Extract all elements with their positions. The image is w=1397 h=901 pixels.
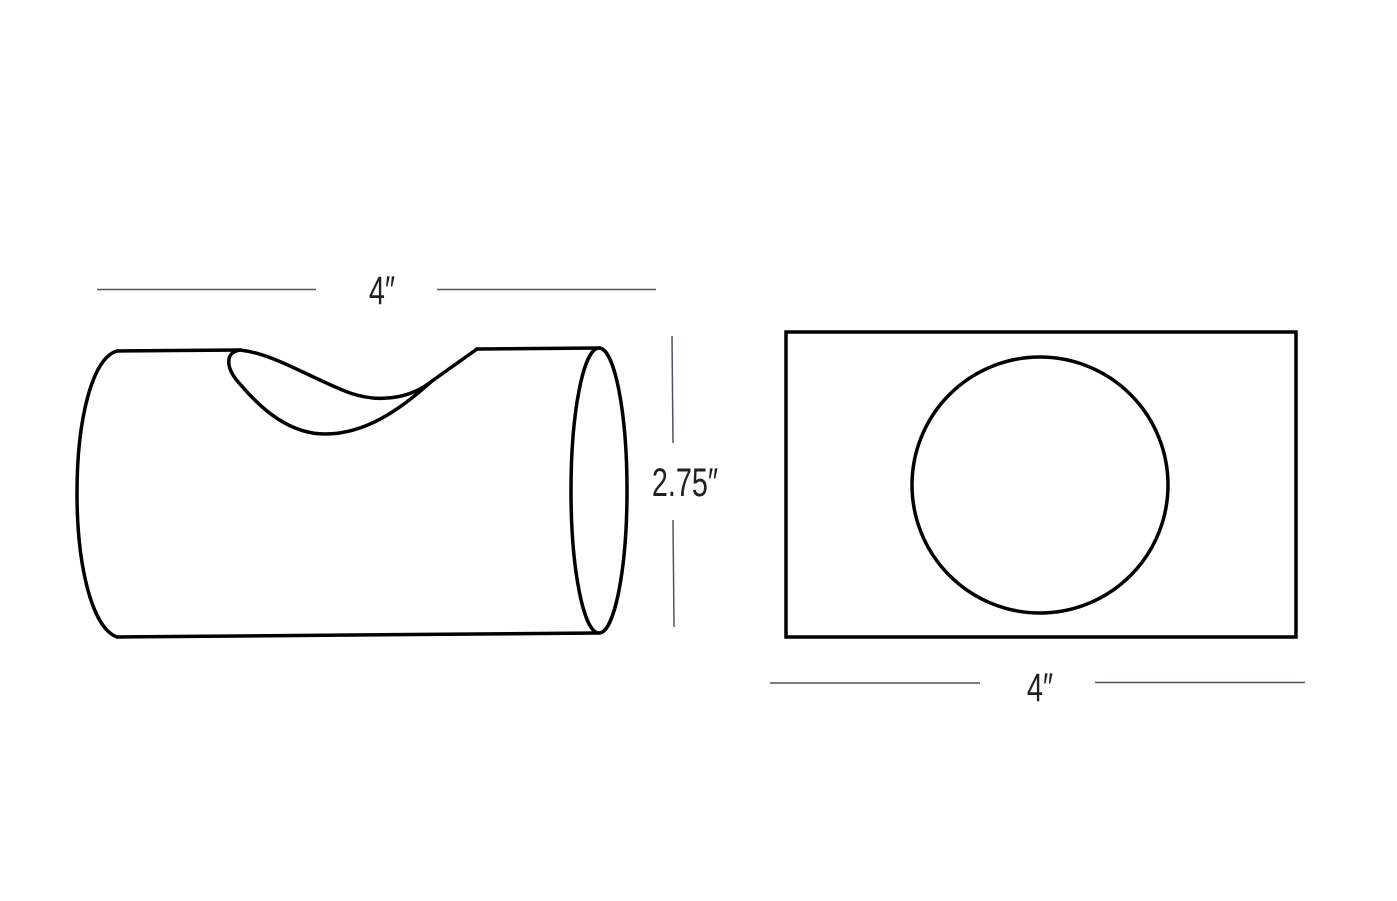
top-view-opening-circle <box>910 355 1170 615</box>
top-width-dimension-lines <box>770 681 1305 684</box>
top-width-label: 4″ <box>1026 666 1054 710</box>
top-view <box>784 330 1298 639</box>
side-view-cylinder <box>75 346 629 639</box>
side-height-label: 2.75″ <box>651 461 719 505</box>
side-width-label: 4″ <box>368 269 396 313</box>
side-height-dimension-lines <box>671 335 675 628</box>
top-view-outline <box>784 330 1298 639</box>
